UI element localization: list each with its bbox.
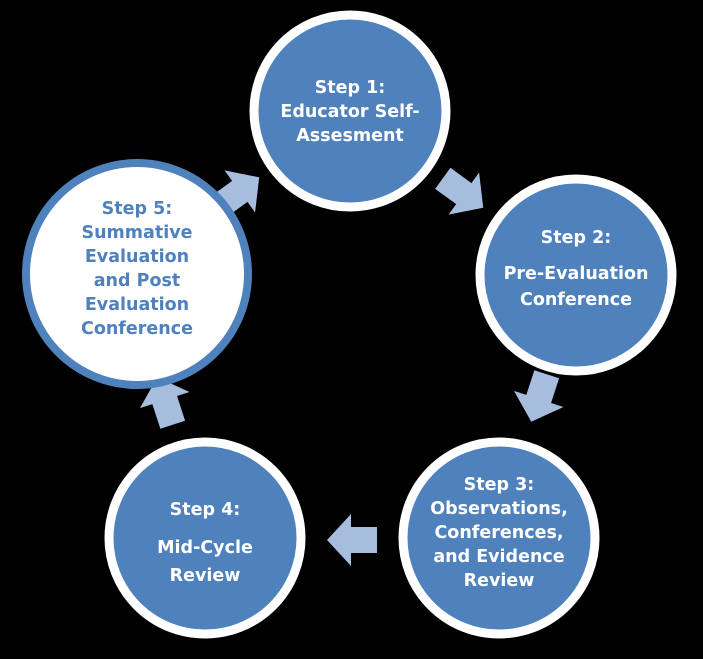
step-5-line: and Post [94,271,181,291]
step-5-line: Summative [82,223,193,243]
step-5-circle [22,159,252,389]
arrow-1-to-2-arrow [435,167,484,215]
arrow-4-to-5-arrow [139,377,190,429]
step-5-line: Evaluation [85,295,189,315]
step-3-line: Observations, [430,499,567,519]
step-1-line: Educator Self- [280,102,419,122]
arrow-3-to-4-arrow [327,514,377,566]
step-2-title: Step 2: [541,228,612,248]
step-4-line: Review [170,566,241,586]
step-3-circle [398,437,600,639]
step-1-circle [249,10,451,212]
step-3-line: Review [464,571,535,591]
step-1-title: Step 1: [315,78,386,98]
step-3-title: Step 3: [464,475,535,495]
step-2-line: Pre-Evaluation [504,264,649,284]
step-3-line: Conferences, [434,523,563,543]
step-3-node: Step 3: Observations, Conferences, and Evid… [398,437,600,639]
step-2-line: Conference [520,290,632,310]
step-5-line: Conference [81,319,193,339]
step-3-line: and Evidence [433,547,564,567]
arrow-2-to-3-arrow [513,370,564,422]
step-4-line: Mid-Cycle [157,538,253,558]
step-4-title: Step 4: [170,500,241,520]
step-5-line: Evaluation [85,247,189,267]
step-1-node: Step 1: Educator Self- Assesment [249,10,451,212]
step-4-circle [104,437,306,639]
step-1-line: Assesment [296,126,404,146]
step-5-title: Step 5: [102,199,173,219]
step-2-circle [475,174,677,376]
